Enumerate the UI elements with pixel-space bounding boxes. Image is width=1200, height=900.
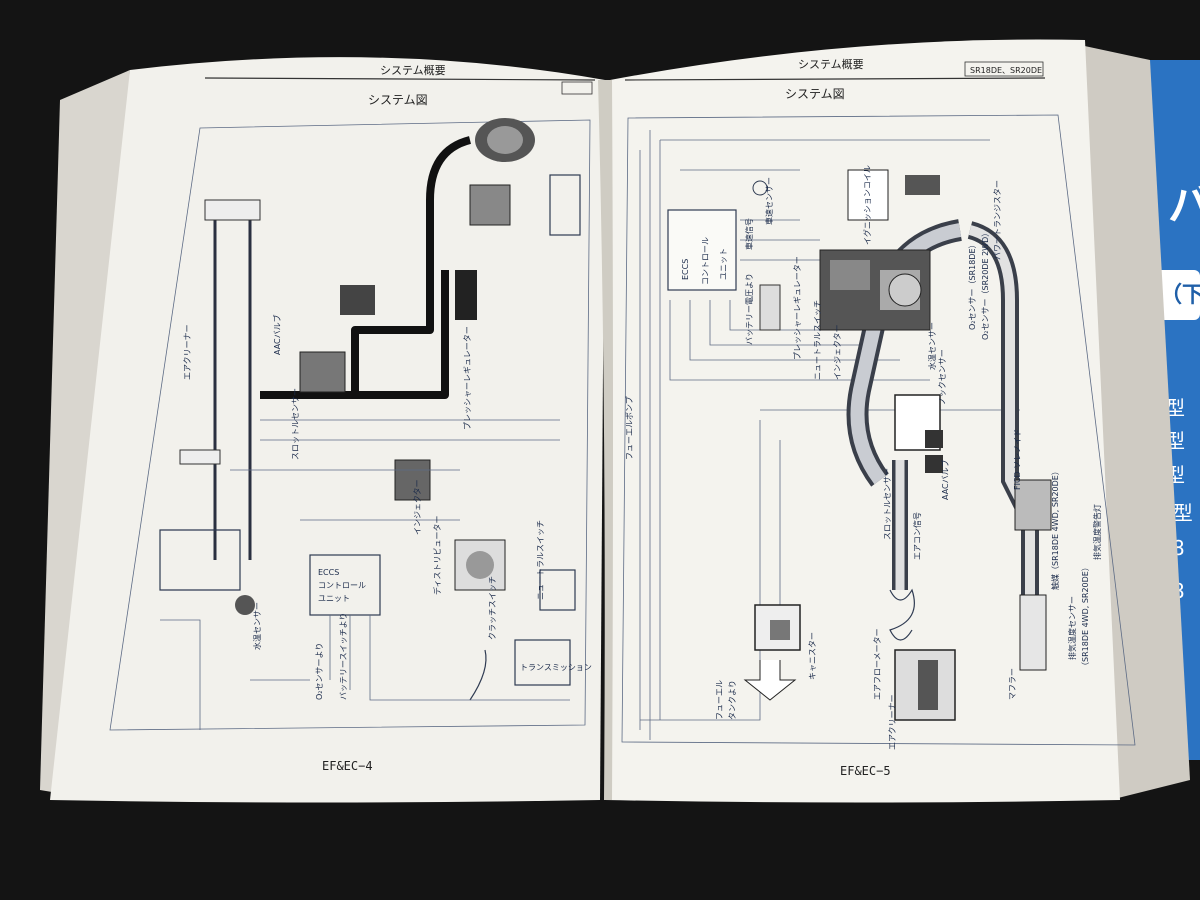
left-header: システム概要 [380, 64, 446, 77]
cover-subtitle: （下 [1160, 283, 1200, 308]
left-label-battery: バッテリースイッチより [339, 613, 348, 700]
left-label-pressure: プレッシャーレギュレーター [463, 326, 472, 430]
left-eccs-box [309, 554, 381, 616]
left-eccs-2: コントロール [318, 581, 366, 590]
right-label-exhaust-2: （SR18DE 4WD, SR20DE） [1081, 563, 1090, 670]
fuel-line [213, 200, 252, 560]
right-label-injector: インジェクター [833, 324, 842, 380]
injector [394, 459, 431, 501]
right-label-airflow: エアフローメーター [873, 628, 882, 700]
left-label-injector: インジェクター [413, 479, 422, 535]
right-label-speed-sensor: 車速センサー [764, 177, 774, 225]
left-page [50, 57, 605, 803]
surge-tank [455, 270, 477, 320]
left-eccs-1: ECCS [318, 568, 339, 577]
aac-valve [340, 285, 375, 315]
right-label-fico: FICD ソレノイド [1013, 429, 1022, 490]
muffler [1019, 594, 1047, 671]
fuel-tank-arrow [743, 660, 797, 701]
right-eccs-1: ECCS [681, 259, 690, 280]
right-label-exhaust-warn: 排気温度警告灯 [1092, 504, 1102, 560]
right-eccs-3: ユニット [719, 248, 728, 280]
left-sensor-box [549, 174, 581, 236]
power-transistor [905, 175, 940, 195]
left-page-content: システム概要 システム図 ECCS コントロール ユニット [109, 64, 596, 773]
right-label-aac: AACバルブ [940, 459, 950, 500]
right-label-aircon: エアコン信号 [912, 512, 922, 560]
aac-valve [925, 455, 943, 473]
right-label-fuel-tank-1: フューエル [715, 680, 724, 720]
right-diagram-frame [621, 114, 1136, 746]
right-eccs-2: コントロール [701, 237, 710, 285]
regulator [759, 284, 781, 331]
air-flow-meter [889, 588, 915, 641]
left-label-o2: O₂センサーより [315, 643, 324, 700]
left-page-number: EF&EC−4 [322, 759, 373, 773]
right-label-exhaust-1: 排気温度センサー [1067, 596, 1077, 660]
ignition-coil [847, 169, 889, 221]
right-page-content: システム概要 SR18DE、SR20DE システム図 ECCS コントロール ユ… [621, 58, 1136, 778]
left-label-neutral: ニュートラルスイッチ [536, 520, 545, 600]
right-label-catalyst: 触媒（SR18DE 4WD, SR20DE） [1050, 467, 1060, 590]
fico-solenoid [925, 430, 943, 448]
cover-list-1: 型 [1165, 396, 1185, 420]
right-label-muffler: マフラー [1008, 668, 1017, 700]
right-label-water: 水温センサー [927, 322, 937, 370]
left-label-aac: AACバルブ [272, 314, 282, 355]
right-label-o2-1: O₂センサー（SR18DE） [968, 240, 977, 330]
left-title: システム図 [368, 93, 428, 107]
right-eccs-box [667, 209, 737, 291]
left-diagram-frame [109, 119, 591, 731]
right-label-ign-coil: イグニッションコイル [862, 165, 872, 245]
left-label-water: 水温センサー [252, 602, 262, 650]
right-label-battery: バッテリー電圧より [745, 273, 754, 345]
left-label-distributor: ディストリビューター [432, 516, 442, 595]
right-label-neutral: ニュートラルスイッチ [813, 300, 822, 380]
right-label-speed: 車速信号 [744, 218, 754, 250]
left-label-clutch: クラッチスイッチ [488, 576, 497, 640]
right-label-power-transistor: パワートランジスター [993, 180, 1002, 260]
right-label-aircleaner: エアクリーナー [888, 694, 897, 750]
throttle-body [299, 351, 346, 393]
water-temp-sensor [235, 595, 255, 615]
left-label-trans: トランスミッション [520, 663, 592, 672]
canister [754, 604, 801, 651]
right-header: システム概要 [798, 58, 864, 71]
catalyst [1014, 479, 1052, 531]
right-page-number: EF&EC−5 [840, 764, 891, 778]
right-label-regulator: プレッシャーレギュレーター [793, 256, 802, 360]
piston [469, 184, 511, 226]
right-label-throttle: スロットルセンサー [883, 468, 892, 540]
gutter [598, 80, 613, 800]
intake-duct [260, 136, 472, 399]
cover-title: バー [1168, 180, 1200, 231]
speed-sensor-icon [752, 180, 768, 196]
left-label-throttle: スロットルセンサー [291, 388, 300, 460]
right-label-o2-2: O₂センサー（SR20DE 2WD） [981, 229, 990, 340]
left-label-fuel: エアクリーナー [183, 324, 192, 380]
right-label-canister: キャニスター [808, 632, 817, 680]
right-label-knock: ノックセンサー [938, 349, 947, 405]
right-label-fuel-tank-2: タンクより [728, 680, 737, 720]
right-title: システム図 [785, 87, 845, 101]
left-eccs-3: ユニット [318, 594, 350, 603]
right-label-fuel-pump: フューエルポンプ [625, 396, 634, 460]
right-badge: SR18DE、SR20DE [970, 66, 1042, 75]
